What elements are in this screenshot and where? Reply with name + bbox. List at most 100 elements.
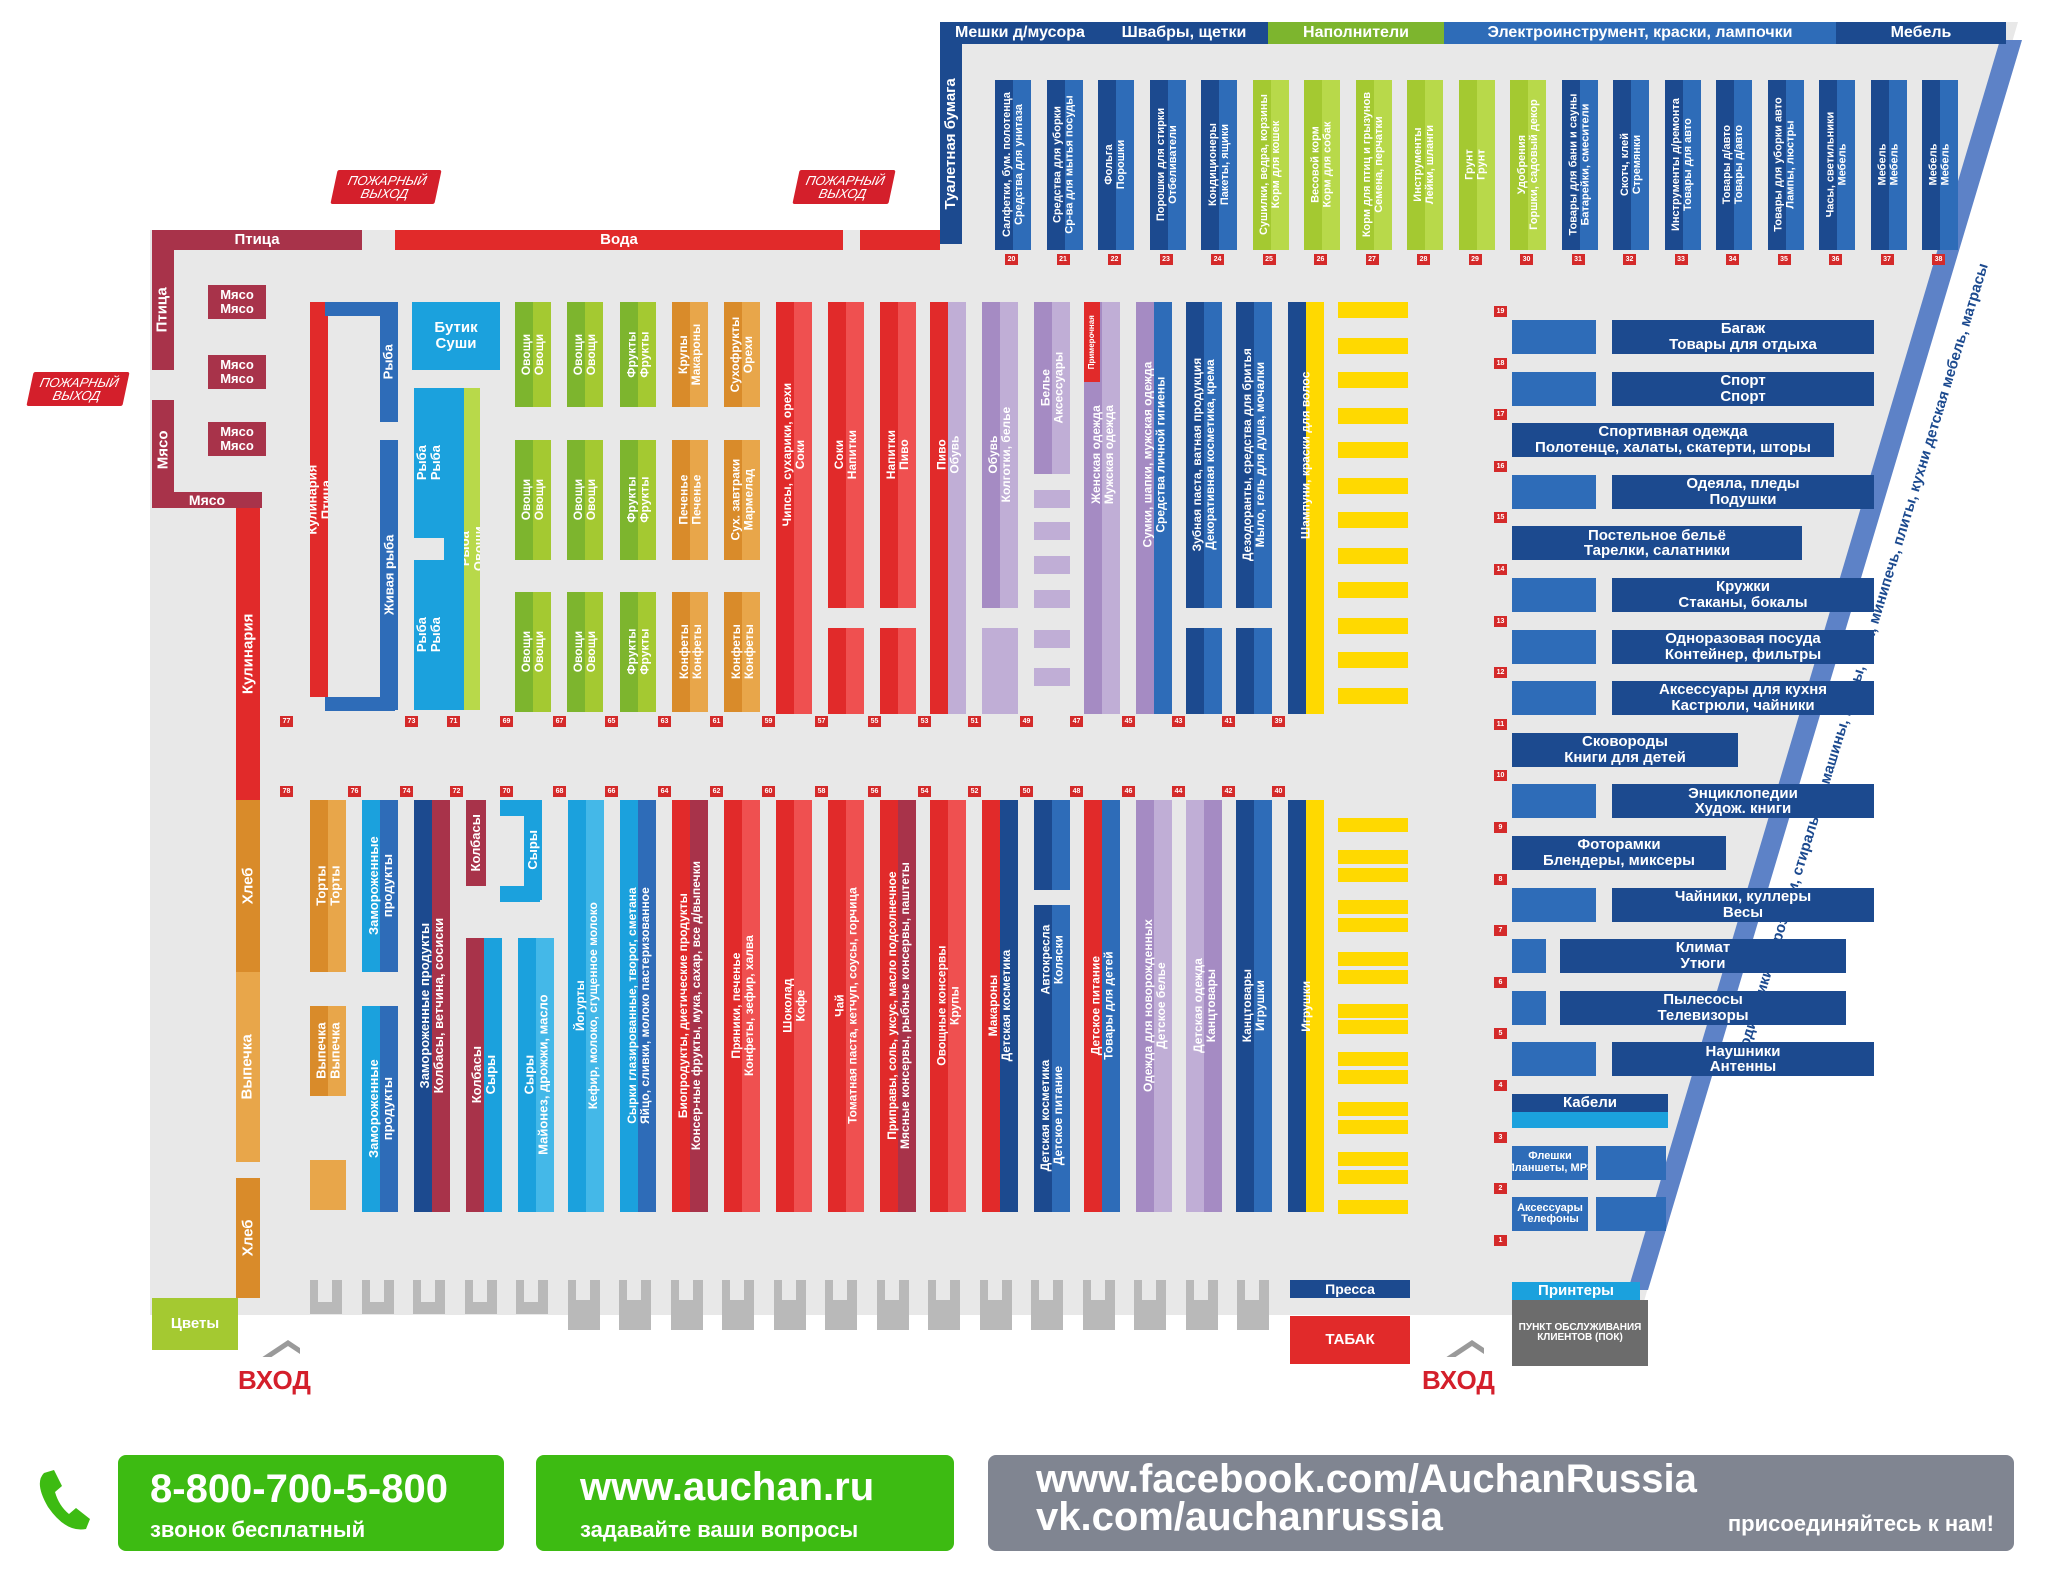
aisle[interactable] xyxy=(846,302,864,608)
aisle[interactable] xyxy=(898,302,916,608)
lower-aisle[interactable]: Автокресла Коляски xyxy=(1034,905,1070,1015)
top-aisle-right[interactable] xyxy=(1734,80,1752,250)
right-shelf[interactable]: Аксессуары Телефоны xyxy=(1512,1197,1588,1232)
aisle[interactable] xyxy=(310,800,328,972)
aisle[interactable] xyxy=(620,440,638,560)
top-aisle-left[interactable] xyxy=(1355,80,1374,250)
right-shelf[interactable]: Одеяла, пледы Подушки xyxy=(1612,474,1874,509)
aisle[interactable] xyxy=(515,302,533,407)
shelf[interactable] xyxy=(1512,371,1596,406)
shelf[interactable] xyxy=(1512,939,1546,974)
fire-exit[interactable]: ПОЖАРНЫЙ ВЫХОД xyxy=(26,372,130,406)
right-shelf[interactable]: Постельное бельё Тарелки, салатники xyxy=(1512,526,1802,561)
aisle[interactable] xyxy=(1306,302,1324,714)
aisle[interactable] xyxy=(1136,800,1154,1212)
upper-aisle[interactable]: Чипсы, сухарики, орехи Соки xyxy=(776,302,812,608)
aisle[interactable] xyxy=(1204,800,1222,1212)
aisle[interactable] xyxy=(1288,302,1306,714)
shelf-segment[interactable] xyxy=(1034,668,1070,686)
upper-aisle[interactable]: Овощи Овощи xyxy=(515,592,551,712)
myaso-block[interactable]: Мясо Мясо xyxy=(208,355,266,389)
aisle[interactable] xyxy=(1052,905,1070,1212)
lower-aisle[interactable]: Приправы, соль, уксус, масло подсолнечно… xyxy=(880,800,916,1212)
top-aisle-right[interactable] xyxy=(1579,80,1598,250)
lower-aisle[interactable]: Шоколад Кофе xyxy=(776,800,812,1212)
myaso-bottom[interactable]: Мясо xyxy=(152,492,262,508)
aisle[interactable] xyxy=(533,592,551,712)
aisle[interactable] xyxy=(585,302,603,407)
pok[interactable]: ПУНКТ ОБСЛУЖИВАНИЯ КЛИЕНТОВ (ПОК) xyxy=(1512,1300,1648,1366)
ptitsa-top[interactable]: Птица xyxy=(152,230,362,250)
right-shelf[interactable]: Кружки Стаканы, бокалы xyxy=(1612,578,1874,612)
top-aisle-left[interactable] xyxy=(995,80,1013,250)
top-bar-section[interactable]: Наполнители xyxy=(1268,22,1444,44)
right-shelf[interactable]: Багаж Товары для отдыха xyxy=(1612,320,1874,354)
aisle[interactable] xyxy=(515,592,533,712)
top-bar-section[interactable]: Мебель xyxy=(1836,22,2006,44)
aisle[interactable] xyxy=(1154,302,1172,714)
right-shelf[interactable]: Энциклопедии Худож. книги xyxy=(1612,784,1874,819)
top-aisle[interactable]: Удобрения Горшки, садовый декор xyxy=(1510,80,1546,250)
aisle[interactable] xyxy=(880,628,898,714)
aisle[interactable] xyxy=(898,800,916,1212)
lower-aisle[interactable]: Пряники, печенье Конфеты, зефир, халва xyxy=(724,800,760,1212)
top-aisle-left[interactable] xyxy=(1252,80,1271,250)
aisle[interactable] xyxy=(1254,800,1272,1212)
upper-aisle[interactable]: Овощи Овощи xyxy=(567,592,603,712)
aisle[interactable] xyxy=(794,302,812,714)
vk-link[interactable]: vk.com/auchanrussia xyxy=(1036,1495,1443,1539)
aisle[interactable] xyxy=(1052,800,1070,890)
aisle[interactable] xyxy=(828,800,846,1212)
top-aisle-left[interactable] xyxy=(1458,80,1477,250)
top-aisle-right[interactable] xyxy=(1425,80,1443,250)
aisle[interactable] xyxy=(638,302,656,407)
lower-aisle[interactable]: Канцтовары Игрушки xyxy=(1236,800,1272,1212)
aisle[interactable] xyxy=(1236,800,1254,1212)
aisle[interactable] xyxy=(724,592,742,712)
right-shelf[interactable]: Спорт Спорт xyxy=(1612,371,1874,406)
lower-aisle[interactable]: Замороженные продукты xyxy=(362,800,398,972)
top-aisle-right[interactable] xyxy=(1631,80,1649,250)
khleb-side[interactable]: Хлеб xyxy=(236,800,260,972)
upper-aisle[interactable]: Конфеты Конфеты xyxy=(672,592,708,712)
shelf[interactable] xyxy=(1512,681,1596,716)
upper-aisle[interactable]: Обувь Колготки, белье xyxy=(982,302,1018,608)
sushi-boutique[interactable]: Бутик Суши xyxy=(412,302,500,370)
kulinaria-side[interactable]: Кулинария xyxy=(236,508,260,800)
top-aisle-left[interactable] xyxy=(1098,80,1116,250)
right-shelf[interactable]: Чайники, куллеры Весы xyxy=(1612,887,1874,922)
top-aisle[interactable]: Туалетная бумага xyxy=(940,44,962,244)
top-aisle-left[interactable] xyxy=(1870,80,1889,250)
aisle[interactable] xyxy=(362,800,380,972)
aisle[interactable] xyxy=(1000,800,1018,1212)
aisle[interactable] xyxy=(444,388,464,710)
top-aisle-left[interactable] xyxy=(1613,80,1631,250)
aisle[interactable] xyxy=(1254,628,1272,714)
aisle[interactable] xyxy=(533,302,551,407)
upper-aisle[interactable]: Рыба Рыба xyxy=(414,388,444,538)
right-shelf[interactable] xyxy=(1596,1145,1666,1180)
aisle[interactable] xyxy=(828,302,846,608)
aisle[interactable] xyxy=(328,800,346,972)
aisle[interactable] xyxy=(846,800,864,1212)
top-aisle-left[interactable] xyxy=(1819,80,1837,250)
aisle[interactable] xyxy=(776,302,794,714)
right-shelf[interactable]: Климат Утюги xyxy=(1560,939,1846,974)
lower-aisle[interactable]: Сыры Майонез, дрожжи, масло xyxy=(518,938,554,1212)
top-aisle-left[interactable] xyxy=(1510,80,1528,250)
voda[interactable]: Вода xyxy=(395,230,843,250)
upper-aisle[interactable]: Сумки, шапки, мужская одежда Средства ли… xyxy=(1136,302,1172,608)
top-aisle-right[interactable] xyxy=(1270,80,1289,250)
aisle[interactable] xyxy=(585,592,603,712)
fire-exit[interactable]: ПОЖАРНЫЙ ВЫХОД xyxy=(330,170,442,204)
lower-aisle[interactable]: Игрушки xyxy=(1288,800,1324,1212)
top-bar-section[interactable]: Швабры, щетки xyxy=(1100,22,1268,44)
aisle[interactable] xyxy=(690,592,708,712)
aisle[interactable] xyxy=(1204,628,1222,714)
aisle[interactable] xyxy=(567,592,585,712)
upper-aisle[interactable]: Овощи Овощи xyxy=(515,440,551,560)
lower-aisle[interactable]: Детское питание Товары для детей xyxy=(1084,800,1120,1212)
upper-aisle[interactable]: Овощи Овощи xyxy=(515,302,551,407)
aisle[interactable] xyxy=(982,628,1018,714)
aisle[interactable] xyxy=(310,1160,346,1210)
